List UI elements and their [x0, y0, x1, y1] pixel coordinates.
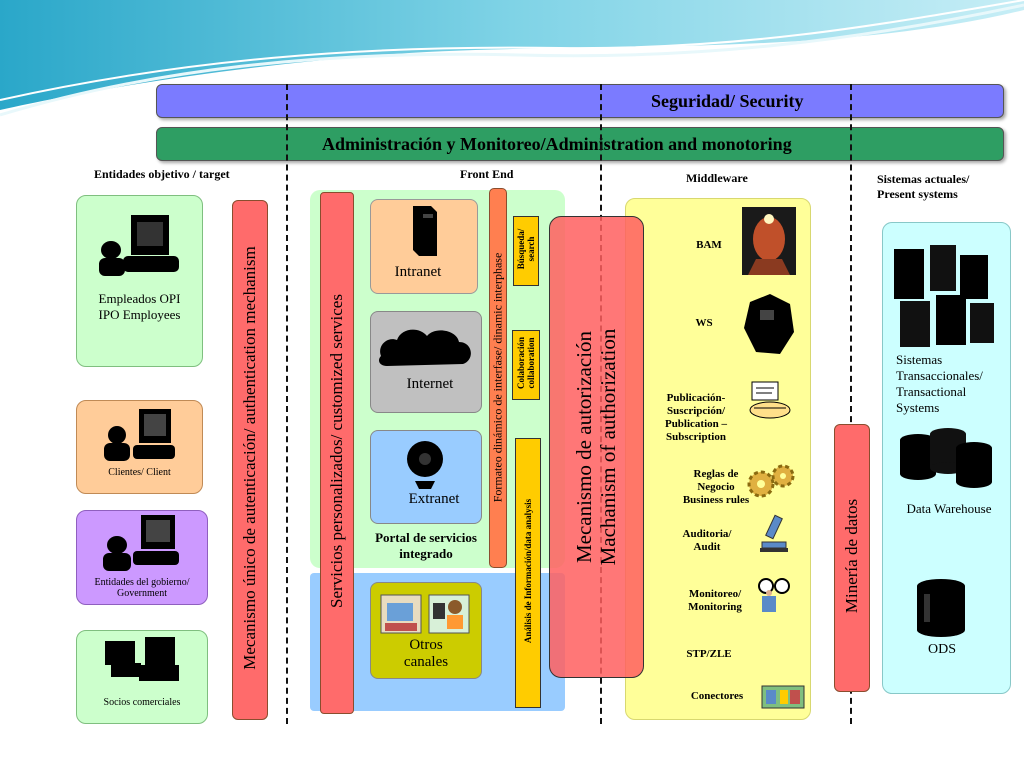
gears-icon	[747, 464, 795, 498]
auth-single-label: Mecanismo único de autenticación/ authen…	[240, 246, 259, 670]
target-government-label: Entidades del gobierno/ Government	[94, 577, 190, 599]
channel-intranet: Intranet	[370, 199, 478, 294]
security-label: Seguridad/ Security	[651, 91, 804, 111]
search-box: Búsqueda/ search	[513, 216, 539, 286]
target-employees: Empleados OPI IPO Employees	[76, 195, 203, 367]
collaboration-label: Colaboración collaboration	[516, 337, 536, 390]
bam-icon	[742, 207, 796, 275]
collaboration-box: Colaboración collaboration	[512, 330, 540, 400]
cloud-icon	[379, 329, 471, 366]
ods-database-icon	[917, 579, 965, 637]
search-label: Búsqueda/ search	[516, 228, 536, 270]
database-cluster-icon	[900, 428, 992, 488]
header-target: Entidades objetivo / target	[94, 167, 230, 181]
globe-icon	[407, 441, 443, 489]
authorization-box: Mecanismo de autorización Machanism of a…	[549, 216, 644, 678]
people-icon	[99, 215, 179, 276]
connectors-icon	[761, 685, 805, 709]
pubsub-icon	[749, 381, 791, 419]
mw-pubsub: Publicación- Suscripción/ Publication – …	[664, 392, 728, 443]
target-clients: Clientes/ Client	[76, 400, 203, 494]
target-partners-label: Socios comerciales	[103, 697, 181, 708]
target-employees-label: Empleados OPI IPO Employees	[98, 291, 181, 322]
custom-services-label: Servicios personalizados/ customized ser…	[327, 294, 346, 608]
mw-audit: Auditoria/ Audit	[682, 528, 732, 553]
data-mining-bar: Minería de datos	[834, 424, 870, 692]
channel-extranet: Extranet	[370, 430, 482, 524]
security-bar: Seguridad/ Security	[156, 84, 1004, 118]
government-icon	[103, 515, 179, 571]
wave-header	[0, 0, 1024, 117]
target-partners: Socios comerciales	[76, 630, 208, 724]
server-icon	[413, 206, 437, 256]
servers-cluster-icon	[894, 245, 994, 347]
data-analysis-box: Análisis de Información/data analysis	[515, 438, 541, 708]
mw-stp-zle: STP/ZLE	[686, 648, 732, 660]
mw-business-rules: Reglas de Negocio Business rules	[682, 468, 750, 506]
mw-bam: BAM	[696, 239, 722, 251]
partners-icon	[105, 637, 179, 681]
admin-bar: Administración y Monitoreo/Administratio…	[156, 127, 1004, 161]
other-channels-icon	[380, 594, 470, 634]
authorization-label: Mecanismo de autorización Machanism of a…	[572, 328, 620, 566]
target-government: Entidades del gobierno/ Government	[76, 510, 208, 605]
header-middleware: Middleware	[686, 171, 748, 185]
dynamic-interface-bar: Formateo dinámico de interfase/ dinamic …	[489, 188, 507, 568]
mw-connectors: Conectores	[690, 690, 744, 702]
channel-other: Otros canales	[370, 582, 482, 679]
separator-1	[286, 84, 288, 724]
admin-label: Administración y Monitoreo/Administratio…	[322, 134, 792, 154]
auth-single-bar: Mecanismo único de autenticación/ authen…	[232, 200, 268, 720]
mw-monitoring: Monitoreo/ Monitoring	[688, 588, 742, 613]
ws-icon	[744, 294, 794, 354]
middleware-area	[625, 198, 811, 720]
data-analysis-label: Análisis de Información/data analysis	[523, 498, 533, 644]
header-present-systems: Sistemas actuales/ Present systems	[877, 172, 970, 201]
channel-other-label: Otros canales	[403, 637, 449, 670]
microscope-icon	[760, 514, 788, 552]
data-mining-label: Minería de datos	[842, 498, 861, 614]
separator-3	[850, 84, 852, 724]
data-warehouse-label: Data Warehouse	[906, 501, 992, 516]
monitoring-icon	[758, 578, 790, 612]
portal-label: Portal de servicios integrado	[375, 530, 477, 561]
ods-label: ODS	[927, 642, 956, 657]
header-front-end: Front End	[460, 167, 514, 181]
client-icon	[104, 409, 175, 461]
mw-ws: WS	[695, 317, 713, 329]
custom-services-bar: Servicios personalizados/ customized ser…	[320, 192, 354, 714]
channel-extranet-label: Extranet	[408, 491, 460, 507]
channel-internet-label: Internet	[406, 376, 454, 392]
dynamic-interface-label: Formateo dinámico de interfase/ dinamic …	[490, 252, 505, 503]
channel-internet: Internet	[370, 311, 482, 413]
target-clients-label: Clientes/ Client	[108, 467, 171, 478]
channel-intranet-label: Intranet	[394, 264, 442, 280]
transactional-systems-label: Sistemas Transaccionales/ Transactional …	[896, 352, 983, 415]
